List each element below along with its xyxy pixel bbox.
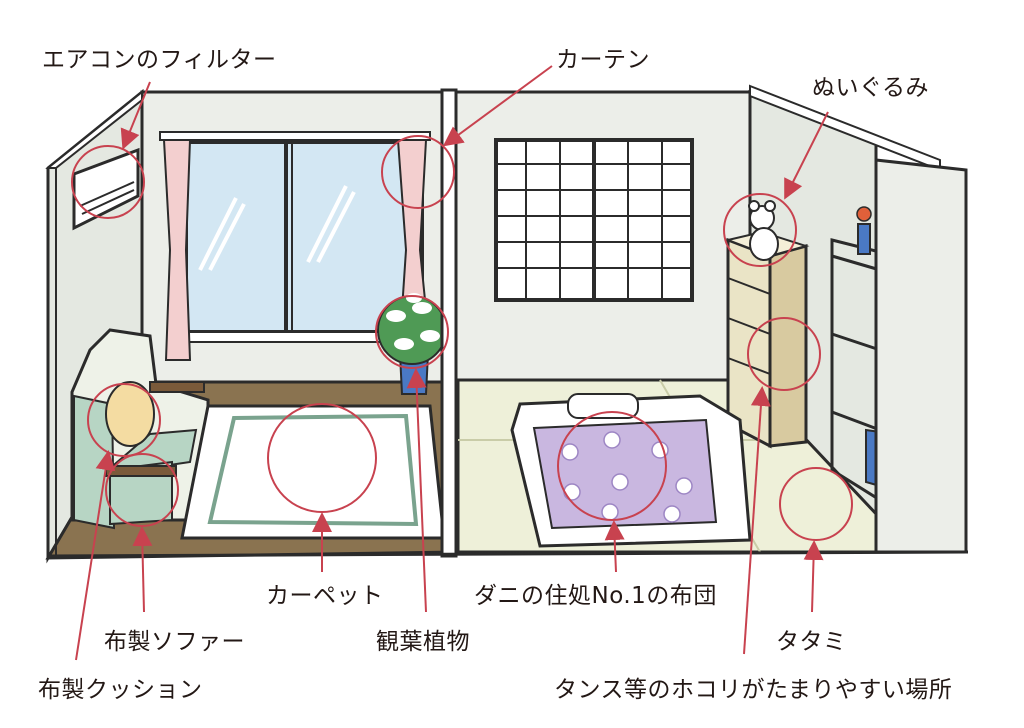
western-room — [45, 88, 460, 564]
label-tatami: タタミ — [776, 629, 847, 655]
cushion-icon — [105, 381, 155, 447]
aircon-filter-marker — [71, 145, 145, 219]
sofa-arrow — [132, 526, 153, 613]
stuffed-toy-arrow — [784, 111, 829, 200]
label-dust-spot: タンス等のホコリがたまりやすい場所 — [554, 677, 953, 703]
air-conditioner-icon — [72, 147, 140, 231]
carpet-icon — [180, 404, 446, 540]
curtain-arrow — [442, 65, 553, 147]
label-fabric-sofa: 布製ソファー — [104, 629, 245, 655]
right-partition-wall — [874, 158, 968, 554]
plant-marker — [375, 295, 449, 369]
cushion-arrow — [75, 450, 116, 661]
stuffed-toy-marker — [723, 193, 797, 267]
label-fabric-cushion: 布製クッション — [38, 677, 203, 703]
curtain-rod — [159, 131, 431, 141]
label-curtain: カーテン — [556, 47, 650, 73]
tatami-arrow — [803, 540, 824, 613]
japanese-room — [448, 84, 968, 554]
dresser-marker — [747, 317, 821, 391]
tatami-marker — [779, 467, 853, 541]
dresser-icon — [724, 230, 810, 449]
label-aircon-filter: エアコンのフィルター — [42, 47, 277, 73]
shoji-window — [494, 138, 694, 302]
cushion-marker — [87, 383, 161, 457]
futon-marker — [557, 411, 667, 521]
dust-spot-arrow — [743, 386, 771, 655]
sofa-marker — [105, 453, 179, 527]
label-stuffed-toy: ぬいぐるみ — [812, 75, 930, 101]
label-carpet: カーペット — [266, 583, 384, 609]
room-divider — [440, 88, 458, 558]
label-futon: ダニの住処No.1の布団 — [474, 583, 717, 609]
futon-arrow — [604, 520, 625, 573]
aircon-filter-arrow — [120, 81, 151, 150]
left-curtain — [162, 139, 192, 361]
plant-arrow — [406, 368, 427, 613]
stuffed-bear-icon — [748, 200, 779, 261]
futon-icon — [510, 393, 752, 548]
label-plant: 観葉植物 — [376, 629, 470, 655]
curtain-marker — [381, 135, 455, 209]
